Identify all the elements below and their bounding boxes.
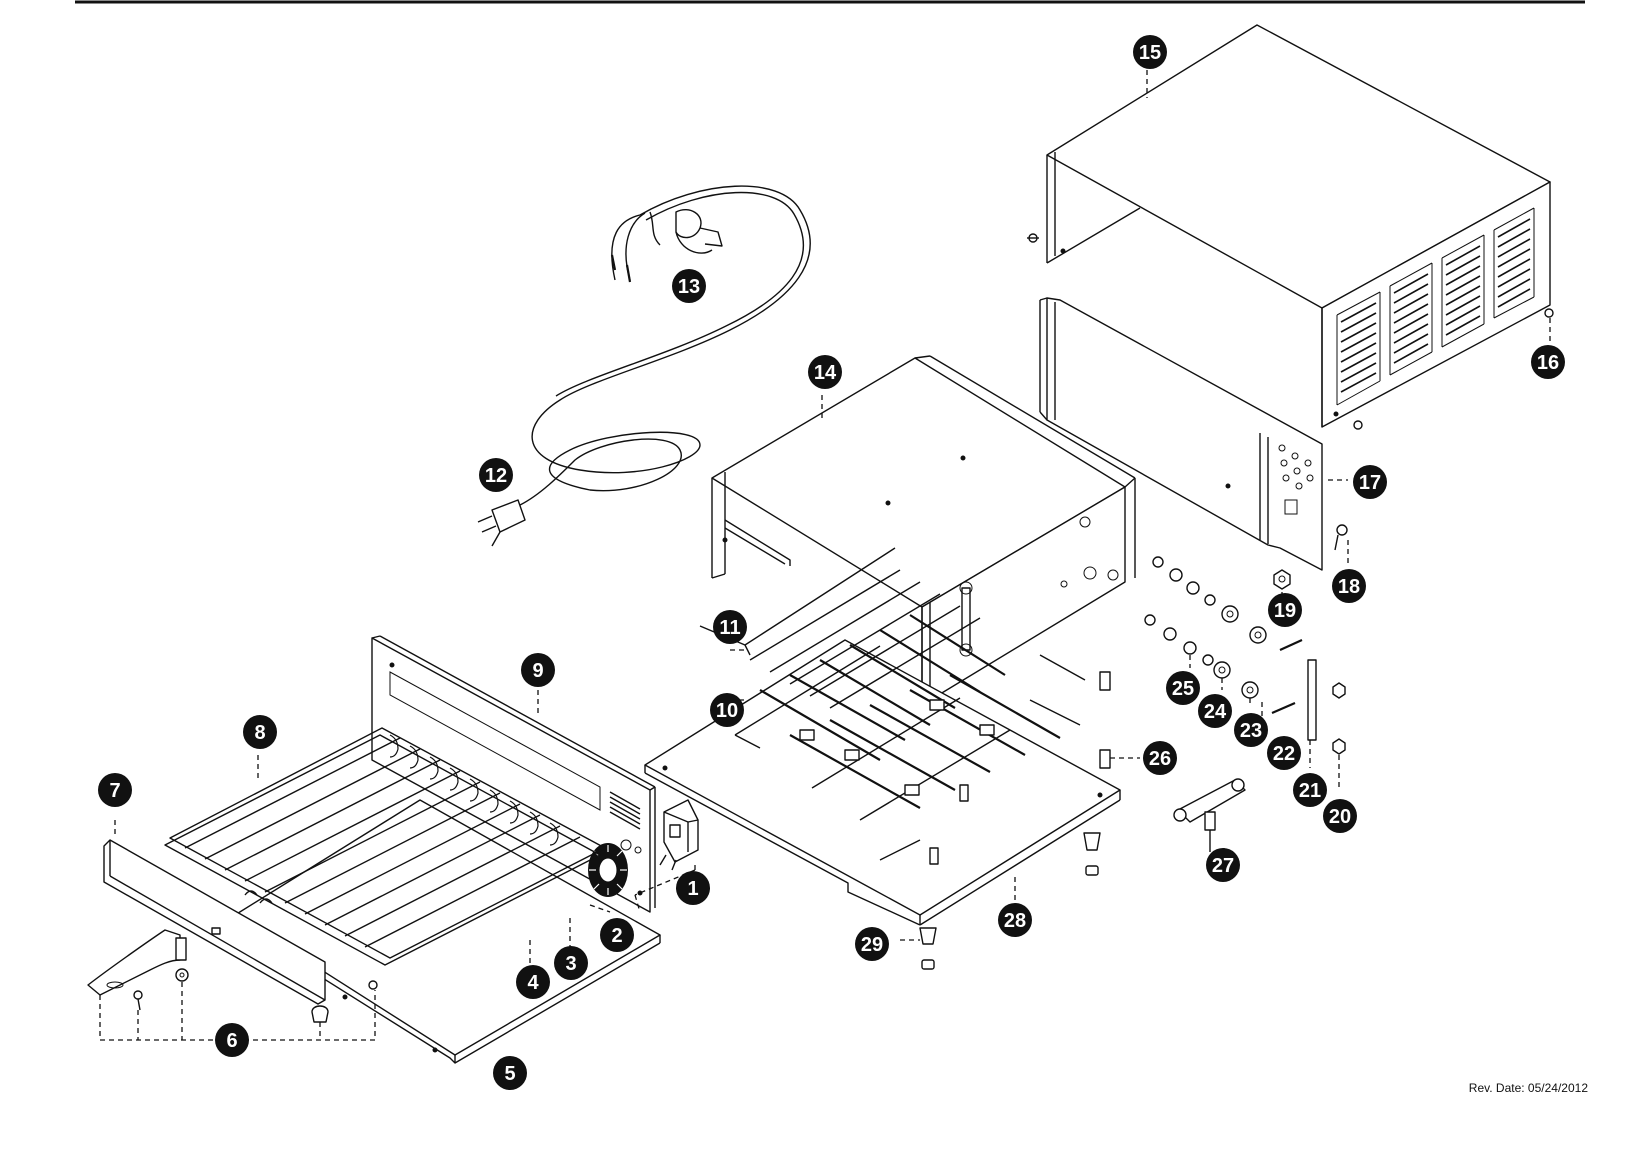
svg-text:5: 5 (504, 1063, 515, 1085)
svg-text:18: 18 (1338, 576, 1360, 598)
callout-5: 5 (493, 1056, 527, 1090)
callout-1: 1 (676, 871, 710, 905)
svg-text:21: 21 (1299, 780, 1321, 802)
outer-cover (1046, 24, 1551, 428)
svg-text:17: 17 (1359, 472, 1381, 494)
callout-18: 18 (1332, 569, 1366, 603)
terminal-blocks (929, 671, 1111, 865)
callout-15: 15 (1133, 35, 1167, 69)
svg-text:24: 24 (1204, 701, 1227, 723)
callout-23: 23 (1234, 713, 1268, 747)
svg-text:7: 7 (109, 780, 120, 802)
base-plate (644, 639, 1121, 926)
svg-text:8: 8 (254, 722, 265, 744)
inner-chassis (711, 355, 1136, 706)
svg-text:20: 20 (1329, 806, 1351, 828)
svg-text:9: 9 (532, 660, 543, 682)
svg-text:1: 1 (687, 878, 698, 900)
svg-text:25: 25 (1172, 678, 1194, 700)
callout-17: 17 (1353, 465, 1387, 499)
callout-20: 20 (1323, 799, 1357, 833)
callout-19: 19 (1268, 593, 1302, 627)
svg-text:13: 13 (678, 276, 700, 298)
svg-text:15: 15 (1139, 42, 1161, 64)
callout-2: 2 (600, 918, 634, 952)
svg-text:14: 14 (814, 362, 837, 384)
svg-text:4: 4 (527, 972, 539, 994)
callout-8: 8 (243, 715, 277, 749)
svg-text:12: 12 (485, 465, 507, 487)
svg-text:27: 27 (1212, 855, 1234, 877)
callout-22: 22 (1267, 736, 1301, 770)
callout-28: 28 (998, 903, 1032, 937)
svg-text:28: 28 (1004, 910, 1026, 932)
callout-6: 6 (215, 1023, 249, 1057)
wire-rack (164, 727, 606, 966)
cover-screws (1027, 233, 1554, 430)
callout-24: 24 (1198, 694, 1232, 728)
callouts: 1 2 3 4 5 6 7 8 9 10 11 12 13 14 15 16 1… (98, 35, 1565, 1090)
svg-text:2: 2 (611, 925, 622, 947)
front-panel (371, 635, 656, 913)
callout-21: 21 (1293, 773, 1327, 807)
callout-27: 27 (1206, 848, 1240, 882)
svg-text:16: 16 (1537, 352, 1559, 374)
callout-7: 7 (98, 773, 132, 807)
svg-text:29: 29 (861, 934, 883, 956)
callout-12: 12 (479, 458, 513, 492)
svg-text:3: 3 (565, 953, 576, 975)
revision-date: Rev. Date: 05/24/2012 (1468, 1081, 1588, 1095)
power-cord (477, 185, 811, 547)
crumb-tray (234, 799, 661, 1064)
callout-29: 29 (855, 927, 889, 961)
callout-25: 25 (1166, 671, 1200, 705)
callout-16: 16 (1531, 345, 1565, 379)
callout-10: 10 (710, 693, 744, 727)
callout-13: 13 (672, 269, 706, 303)
rubber-feet (919, 832, 1101, 970)
heating-elements (699, 547, 1086, 861)
svg-text:10: 10 (716, 700, 738, 722)
callout-26: 26 (1143, 741, 1177, 775)
svg-text:23: 23 (1240, 720, 1262, 742)
callout-14: 14 (808, 355, 842, 389)
svg-text:6: 6 (226, 1030, 237, 1052)
timer-switch (659, 799, 699, 871)
callout-9: 9 (521, 653, 555, 687)
svg-text:22: 22 (1273, 743, 1295, 765)
callout-11: 11 (713, 610, 747, 644)
door (103, 839, 326, 1005)
switch-assembly (1173, 778, 1246, 852)
rear-hardware (1273, 524, 1348, 590)
rear-panel (1039, 297, 1323, 571)
washers-and-spacers (1144, 556, 1346, 755)
callout-4: 4 (516, 965, 550, 999)
svg-text:11: 11 (719, 617, 740, 639)
svg-text:19: 19 (1274, 600, 1296, 622)
door-handle (87, 929, 378, 1023)
svg-text:26: 26 (1149, 748, 1171, 770)
callout-3: 3 (554, 946, 588, 980)
